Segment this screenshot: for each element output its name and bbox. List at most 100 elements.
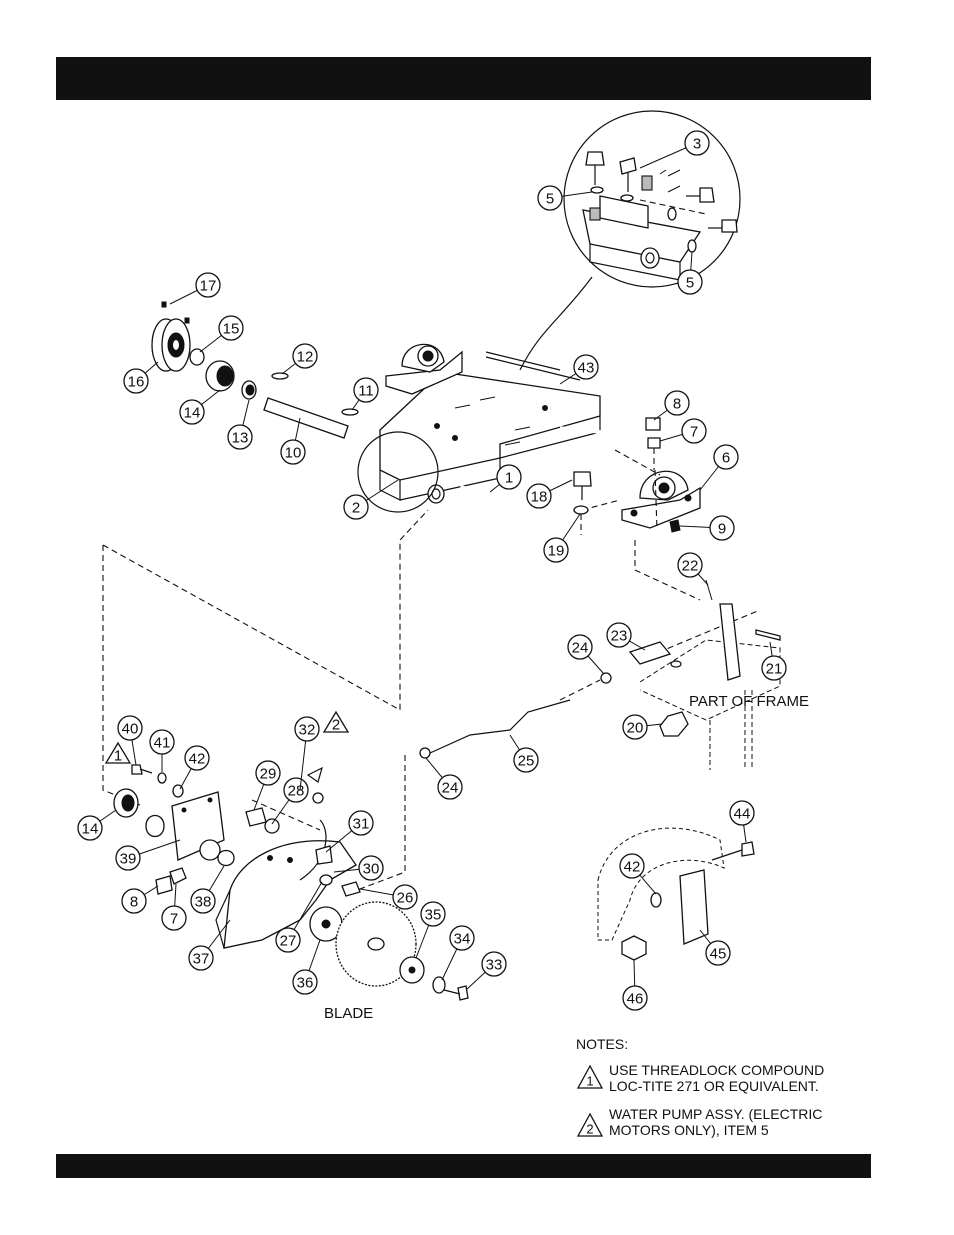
callout-number: 17 xyxy=(200,278,217,295)
callout-number: 18 xyxy=(531,489,548,506)
callout-number: 37 xyxy=(193,951,210,968)
callout-42: 42 xyxy=(620,854,656,894)
callout-number: 35 xyxy=(425,907,442,924)
callout-number: 24 xyxy=(442,780,459,797)
callout-29: 29 xyxy=(254,761,280,810)
callout-3: 3 xyxy=(640,131,709,168)
callout-number: 38 xyxy=(195,894,212,911)
note-1-line2: LOC-TITE 271 OR EQUIVALENT. xyxy=(609,1078,819,1094)
callout-7: 7 xyxy=(660,419,706,443)
callout-number: 2 xyxy=(352,500,360,517)
triangle-callout-1-label: 1 xyxy=(114,748,122,765)
callout-35: 35 xyxy=(416,902,445,958)
callout-10: 10 xyxy=(281,418,305,464)
callout-number: 14 xyxy=(82,821,99,838)
callout-number: 46 xyxy=(627,991,644,1008)
callout-number: 14 xyxy=(184,405,201,422)
callout-42: 42 xyxy=(180,746,209,789)
callout-number: 42 xyxy=(189,751,206,768)
notes-heading: NOTES: xyxy=(576,1036,628,1052)
callout-number: 16 xyxy=(128,374,145,391)
nut-20 xyxy=(660,712,688,736)
callout-number: 32 xyxy=(299,722,316,739)
callout-24: 24 xyxy=(568,635,604,674)
callout-number: 26 xyxy=(397,890,414,907)
callout-8: 8 xyxy=(122,886,158,913)
callout-number: 7 xyxy=(690,424,698,441)
callout-12: 12 xyxy=(282,344,317,374)
callout-number: 43 xyxy=(578,360,595,377)
callout-number: 28 xyxy=(288,783,305,800)
callout-number: 34 xyxy=(454,931,471,948)
callout-number: 25 xyxy=(518,753,535,770)
callout-34: 34 xyxy=(442,926,474,980)
callout-25: 25 xyxy=(510,735,538,772)
callout-38: 38 xyxy=(191,866,224,913)
note-1-line1: USE THREADLOCK COMPOUND xyxy=(609,1062,824,1078)
callout-number: 15 xyxy=(223,321,240,338)
callout-17: 17 xyxy=(170,273,220,304)
callout-number: 6 xyxy=(722,450,730,467)
frame-plate xyxy=(640,580,780,770)
callout-20: 20 xyxy=(623,715,662,739)
callout-9: 9 xyxy=(680,516,734,540)
callout-number: 13 xyxy=(232,430,249,447)
link-rod-25 xyxy=(430,700,570,753)
callout-24: 24 xyxy=(426,758,462,799)
callout-23: 23 xyxy=(607,623,645,650)
callout-number: 7 xyxy=(170,911,178,928)
callout-number: 22 xyxy=(682,558,699,575)
triangle-callout-2-label: 2 xyxy=(332,717,340,734)
callout-number: 39 xyxy=(120,851,137,868)
callout-1: 1 xyxy=(490,465,521,492)
callout-number: 5 xyxy=(546,191,554,208)
callout-number: 44 xyxy=(734,806,751,823)
part-8-body xyxy=(646,418,660,430)
callout-number: 10 xyxy=(285,445,302,462)
callout-45: 45 xyxy=(700,930,730,965)
callout-22: 22 xyxy=(678,553,708,585)
callout-number: 5 xyxy=(686,275,694,292)
callout-number: 27 xyxy=(280,933,297,950)
callout-number: 31 xyxy=(353,816,370,833)
callout-13: 13 xyxy=(228,400,252,449)
callout-number: 29 xyxy=(260,766,277,783)
callout-31: 31 xyxy=(326,811,373,852)
right-guard-assembly xyxy=(598,828,754,960)
note-2-line2: MOTORS ONLY), ITEM 5 xyxy=(609,1122,769,1138)
callout-number: 42 xyxy=(624,859,641,876)
note-2-marker: 2 xyxy=(586,1122,593,1137)
callout-number: 30 xyxy=(363,861,380,878)
callout-number: 3 xyxy=(693,136,701,153)
callout-41: 41 xyxy=(150,730,174,772)
triangle-callout-2: 2 xyxy=(324,712,348,734)
callout-46: 46 xyxy=(623,960,647,1010)
callout-number: 1 xyxy=(505,470,513,487)
callout-33: 33 xyxy=(466,952,506,990)
callout-number: 9 xyxy=(718,521,726,538)
callout-number: 8 xyxy=(673,396,681,413)
triangle-callout-1: 1 xyxy=(106,743,130,765)
callout-39: 39 xyxy=(116,840,180,870)
callout-6: 6 xyxy=(700,445,738,490)
note-1-marker: 1 xyxy=(586,1074,593,1089)
callout-2: 2 xyxy=(344,480,398,519)
callout-8: 8 xyxy=(654,391,689,420)
callout-16: 16 xyxy=(124,362,158,393)
callout-number: 20 xyxy=(627,720,644,737)
callout-number: 40 xyxy=(122,721,139,738)
pillow-block-6 xyxy=(622,471,700,528)
callout-number: 8 xyxy=(130,894,138,911)
callout-14: 14 xyxy=(180,390,220,424)
callout-19: 19 xyxy=(544,514,580,562)
callout-number: 45 xyxy=(710,946,727,963)
callout-number: 41 xyxy=(154,735,171,752)
note-2-line1: WATER PUMP ASSY. (ELECTRIC xyxy=(609,1106,822,1122)
callout-number: 19 xyxy=(548,543,565,560)
callout-18: 18 xyxy=(527,480,572,508)
callout-number: 24 xyxy=(572,640,589,657)
notes-block: NOTES: 1 USE THREADLOCK COMPOUND LOC-TIT… xyxy=(576,1036,824,1138)
callout-number: 12 xyxy=(297,349,314,366)
part-of-frame-label: PART OF FRAME xyxy=(689,693,809,710)
